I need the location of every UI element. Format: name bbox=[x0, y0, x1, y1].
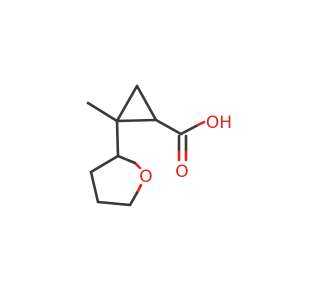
bond-thf-2 bbox=[89, 170, 100, 204]
bond-c-oh-red bbox=[196, 120, 206, 127]
carbonyl-oxygen-label: O bbox=[175, 162, 188, 182]
bond-cyclopropane-3 bbox=[115, 118, 158, 123]
bond-methyl bbox=[86, 101, 119, 123]
bond-cyclopropane-2 bbox=[135, 84, 158, 122]
bond-to-thf bbox=[115, 119, 120, 158]
molecule-canvas: O OH O bbox=[86, 84, 232, 207]
bond-thf-3 bbox=[96, 200, 132, 207]
bond-c-oh bbox=[179, 123, 200, 136]
bond-thf-4b bbox=[136, 183, 143, 193]
bond-thf-1 bbox=[89, 154, 120, 174]
bond-to-carboxyl bbox=[154, 118, 183, 136]
bond-thf-5b bbox=[116, 154, 137, 165]
bond-thf-4a bbox=[128, 189, 140, 207]
bond-cyclopropane-1 bbox=[115, 84, 139, 123]
hydroxyl-label: OH bbox=[206, 113, 232, 133]
ring-oxygen-label: O bbox=[139, 167, 152, 187]
structure-diagram: O OH O bbox=[86, 84, 232, 207]
